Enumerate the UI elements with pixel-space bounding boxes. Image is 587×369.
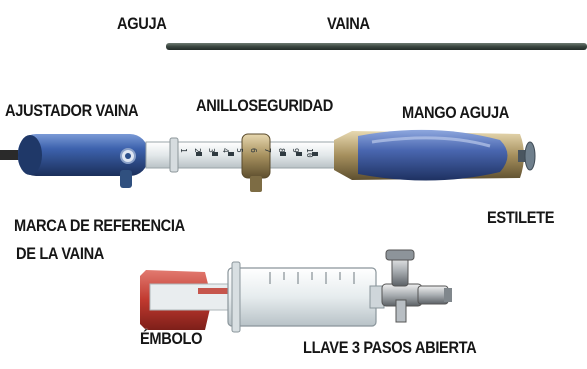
cable-end [0,150,22,160]
stylet-cap [518,141,536,171]
label-vaina: VAINA [327,14,370,33]
needle-shaft [166,43,587,50]
scale-number: 10 [305,148,314,158]
three-way-stopcock [381,249,452,323]
label-ajustador-vaina: AJUSTADOR VAINA [5,101,139,120]
scale-number: 6 [249,148,258,153]
scale-number: 3 [207,148,216,153]
scale-number: 8 [277,148,286,153]
needle-handle [334,129,524,181]
label-estilete: ESTILETE [487,208,555,227]
scale-number: 2 [193,148,202,153]
sheath-adjuster [18,134,148,188]
label-anillo-seguridad: ANILLOSEGURIDAD [196,96,333,115]
scale-number: 4 [221,148,230,153]
label-llave-3-pasos: LLAVE 3 PASOS ABIERTA [303,338,477,357]
scale-number: 5 [235,148,244,153]
label-mango-aguja: MANGO AGUJA [402,103,509,122]
syringe [140,261,385,333]
label-aguja: AGUJA [117,14,167,33]
scale-number: 9 [291,148,300,153]
label-marca-referencia-line2: DE LA VAINA [16,244,105,263]
scale-number: 7 [263,148,272,153]
label-embolo: ÉMBOLO [140,329,203,348]
scale-number: 1 [179,148,188,153]
safety-ring [241,133,271,192]
label-marca-referencia-line1: MARCA DE REFERENCIA [14,216,185,235]
